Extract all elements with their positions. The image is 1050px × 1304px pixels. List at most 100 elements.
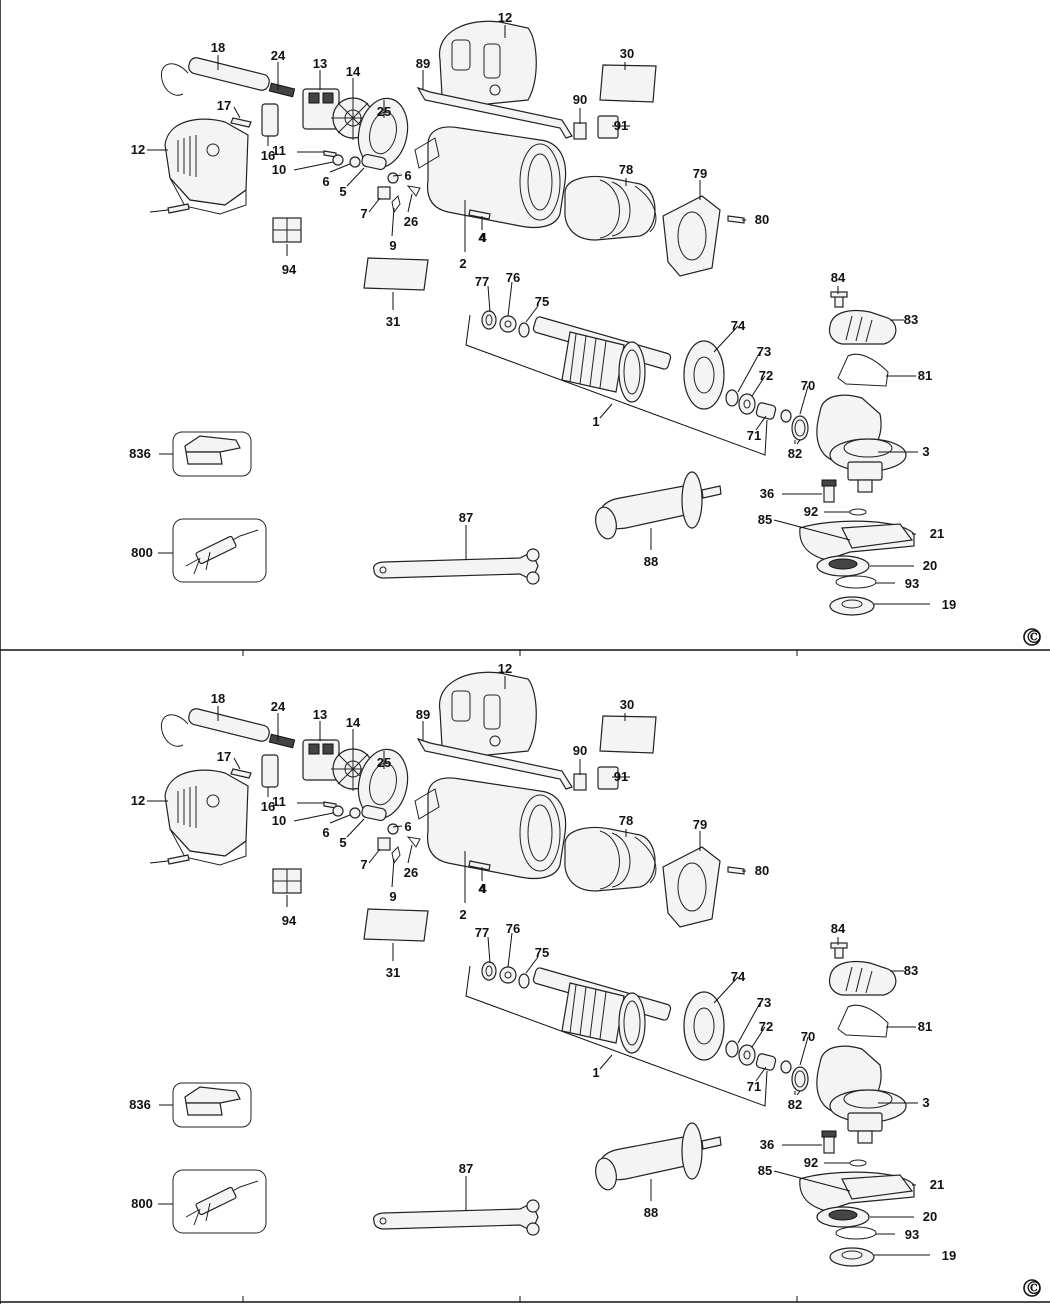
part-number-label: 3 [922, 444, 929, 459]
part-number-label: 16 [261, 799, 275, 814]
part-number-label: 19 [942, 597, 956, 612]
part-number-label: 31 [386, 965, 400, 980]
part-number-label: 11 [272, 794, 286, 809]
part-number-label: 93 [905, 576, 919, 591]
part-number-label: 91 [614, 118, 628, 133]
part-number-label: 5 [339, 835, 346, 850]
part-number-label: 76 [506, 921, 520, 936]
part-number-label: 72 [759, 1019, 773, 1034]
part-number-label: 78 [619, 813, 633, 828]
part-number-label: 9 [389, 238, 396, 253]
part-number-label: 5 [339, 184, 346, 199]
part-number-label: 85 [758, 1163, 772, 1178]
part-number-label: 80 [755, 863, 769, 878]
part-number-label: 90 [573, 743, 587, 758]
part-number-label: 72 [759, 368, 773, 383]
part-number-label: 4 [479, 881, 487, 896]
part-number-label: 73 [757, 344, 771, 359]
part-number-label: 20 [923, 558, 937, 573]
part-number-label: 92 [804, 1155, 818, 1170]
part-number-label: 10 [272, 162, 286, 177]
part-number-label: 82 [788, 446, 802, 461]
part-number-label: 21 [930, 526, 944, 541]
part-number-label: 93 [905, 1227, 919, 1242]
part-number-label: 16 [261, 148, 275, 163]
part-number-label: 87 [459, 510, 473, 525]
part-number-label: 90 [573, 92, 587, 107]
part-number-label: 1 [592, 1065, 599, 1080]
part-number-label: 11 [272, 143, 286, 158]
part-number-label: 81 [918, 368, 932, 383]
part-number-label: 82 [788, 1097, 802, 1112]
part-number-label: 24 [271, 699, 286, 714]
part-number-label: 1 [592, 414, 599, 429]
copyright-mark: © [1025, 627, 1043, 648]
part-number-label: 21 [930, 1177, 944, 1192]
part-number-label: 84 [831, 270, 846, 285]
part-number-label: 6 [404, 168, 411, 183]
part-number-label: 836 [129, 446, 151, 461]
part-number-label: 70 [801, 378, 815, 393]
part-number-label: 19 [942, 1248, 956, 1263]
part-number-label: 36 [760, 1137, 774, 1152]
part-number-label: 4 [478, 230, 486, 245]
part-number-label: 26 [404, 865, 418, 880]
part-number-label: 800 [131, 545, 153, 560]
part-number-label: 25 [377, 104, 391, 119]
part-number-label: 14 [346, 715, 361, 730]
part-number-label: 83 [904, 963, 918, 978]
part-number-label: 30 [620, 697, 634, 712]
part-number-label: 13 [313, 56, 327, 71]
part-number-label: 4 [479, 230, 487, 245]
part-number-label: 6 [322, 174, 329, 189]
part-number-label: 36 [760, 486, 774, 501]
part-number-label: 2 [459, 256, 466, 271]
part-number-label: 89 [416, 56, 430, 71]
part-number-label: 17 [217, 749, 231, 764]
part-number-label: 30 [620, 46, 634, 61]
part-number-label: 94 [282, 913, 297, 928]
part-number-label: 26 [404, 214, 418, 229]
part-number-label: 77 [475, 925, 489, 940]
part-number-label: 13 [313, 707, 327, 722]
part-number-label: 73 [757, 995, 771, 1010]
part-number-label: 74 [731, 318, 746, 333]
part-number-label: 12 [498, 661, 512, 676]
part-number-label: 94 [282, 262, 297, 277]
part-number-label: 87 [459, 1161, 473, 1176]
part-number-label: 25 [377, 755, 391, 770]
part-number-label: 4 [478, 881, 486, 896]
part-number-label: 83 [904, 312, 918, 327]
part-number-label: 9 [389, 889, 396, 904]
part-number-label: 14 [346, 64, 361, 79]
part-number-label: 7 [360, 857, 367, 872]
part-number-label: 88 [644, 1205, 658, 1220]
part-number-label: 800 [131, 1196, 153, 1211]
part-number-label: 75 [535, 294, 549, 309]
part-number-label: 18 [211, 40, 225, 55]
part-number-label: 12 [131, 793, 145, 808]
part-number-label: 24 [271, 48, 286, 63]
part-number-label: 92 [804, 504, 818, 519]
part-number-label: 76 [506, 270, 520, 285]
part-number-label: 12 [498, 10, 512, 25]
part-number-label: 89 [416, 707, 430, 722]
part-number-label: 75 [535, 945, 549, 960]
part-number-label: 71 [747, 428, 761, 443]
part-number-label: 2 [459, 907, 466, 922]
part-number-label: 18 [211, 691, 225, 706]
part-number-label: 20 [923, 1209, 937, 1224]
part-number-label: 84 [831, 921, 846, 936]
part-number-label: 74 [731, 969, 746, 984]
part-number-label: 6 [322, 825, 329, 840]
part-number-label: 10 [272, 813, 286, 828]
part-number-label: 836 [129, 1097, 151, 1112]
part-number-label: 88 [644, 554, 658, 569]
copyright-mark: © [1025, 1278, 1043, 1299]
part-number-label: 70 [801, 1029, 815, 1044]
part-number-label: 71 [747, 1079, 761, 1094]
